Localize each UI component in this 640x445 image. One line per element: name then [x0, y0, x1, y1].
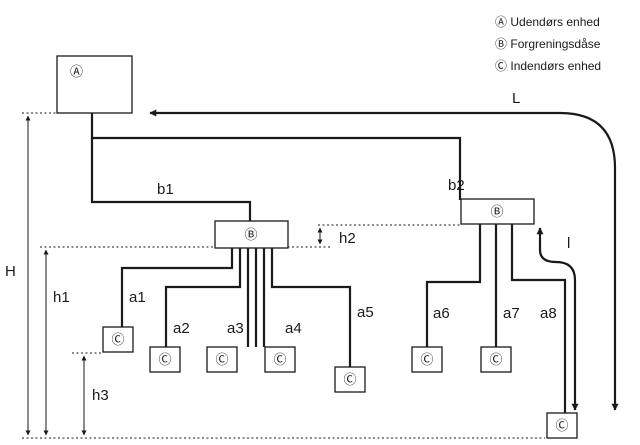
indoor-unit: Ⓒ	[334, 366, 366, 393]
label-a3: a3	[227, 320, 244, 337]
indoor-unit: Ⓒ	[480, 346, 512, 373]
branch-box-symbol: Ⓑ	[490, 204, 503, 219]
label-L: L	[512, 90, 520, 107]
svg-text:Ⓒ: Ⓒ	[555, 418, 568, 433]
svg-text:Ⓒ: Ⓒ	[111, 332, 124, 347]
svg-text:Ⓒ: Ⓒ	[273, 352, 286, 367]
indoor-unit: Ⓒ	[149, 346, 181, 373]
label-h1: h1	[53, 289, 70, 306]
outdoor-unit-symbol: Ⓐ	[70, 64, 83, 79]
label-l: l	[567, 235, 570, 252]
label-b1: b1	[157, 181, 174, 198]
label-b2: b2	[448, 177, 465, 194]
arrow-L	[149, 109, 619, 411]
indoor-unit: Ⓒ	[264, 346, 296, 373]
svg-text:Ⓒ: Ⓒ	[158, 352, 171, 367]
svg-text:Ⓒ: Ⓒ	[215, 352, 228, 367]
label-a4: a4	[285, 320, 302, 337]
legend: Ⓐ Udendørs enhed Ⓑ Forgreningsdåse Ⓒ Ind…	[495, 15, 601, 73]
legend-item-outdoor: Ⓐ Udendørs enhed	[495, 15, 600, 29]
label-H: H	[5, 263, 16, 280]
label-a5: a5	[357, 304, 374, 321]
svg-text:Ⓒ: Ⓒ	[343, 372, 356, 387]
label-a8: a8	[540, 305, 557, 322]
label-h2: h2	[339, 230, 356, 247]
dimension-arrows	[25, 115, 323, 436]
dimension-labels: L l H h1 h2 h3	[5, 90, 570, 404]
indoor-unit: Ⓒ	[546, 412, 578, 439]
arrow-l	[536, 227, 579, 411]
legend-item-indoor: Ⓒ Indendørs enhed	[495, 59, 601, 73]
label-a6: a6	[433, 305, 450, 322]
pipe-labels: b1 b2 a1 a2 a3 a4 a5 a6 a7 a8	[129, 177, 557, 337]
branch-box-2: Ⓑ	[460, 198, 535, 225]
label-h3: h3	[92, 387, 109, 404]
branch-box-1: Ⓑ	[214, 220, 289, 249]
legend-item-branch: Ⓑ Forgreningsdåse	[495, 37, 601, 51]
indoor-unit: Ⓒ	[206, 346, 238, 373]
indoor-unit: Ⓒ	[102, 326, 134, 353]
label-a2: a2	[173, 320, 190, 337]
branch-box-symbol: Ⓑ	[244, 227, 257, 242]
indoor-units: Ⓒ Ⓒ Ⓒ Ⓒ Ⓒ Ⓒ Ⓒ Ⓒ	[102, 326, 578, 439]
svg-text:Ⓒ: Ⓒ	[420, 352, 433, 367]
outdoor-unit: Ⓐ	[56, 55, 133, 114]
indoor-unit: Ⓒ	[411, 346, 443, 373]
svg-text:Ⓒ: Ⓒ	[489, 352, 502, 367]
label-a7: a7	[503, 305, 520, 322]
label-a1: a1	[129, 289, 146, 306]
